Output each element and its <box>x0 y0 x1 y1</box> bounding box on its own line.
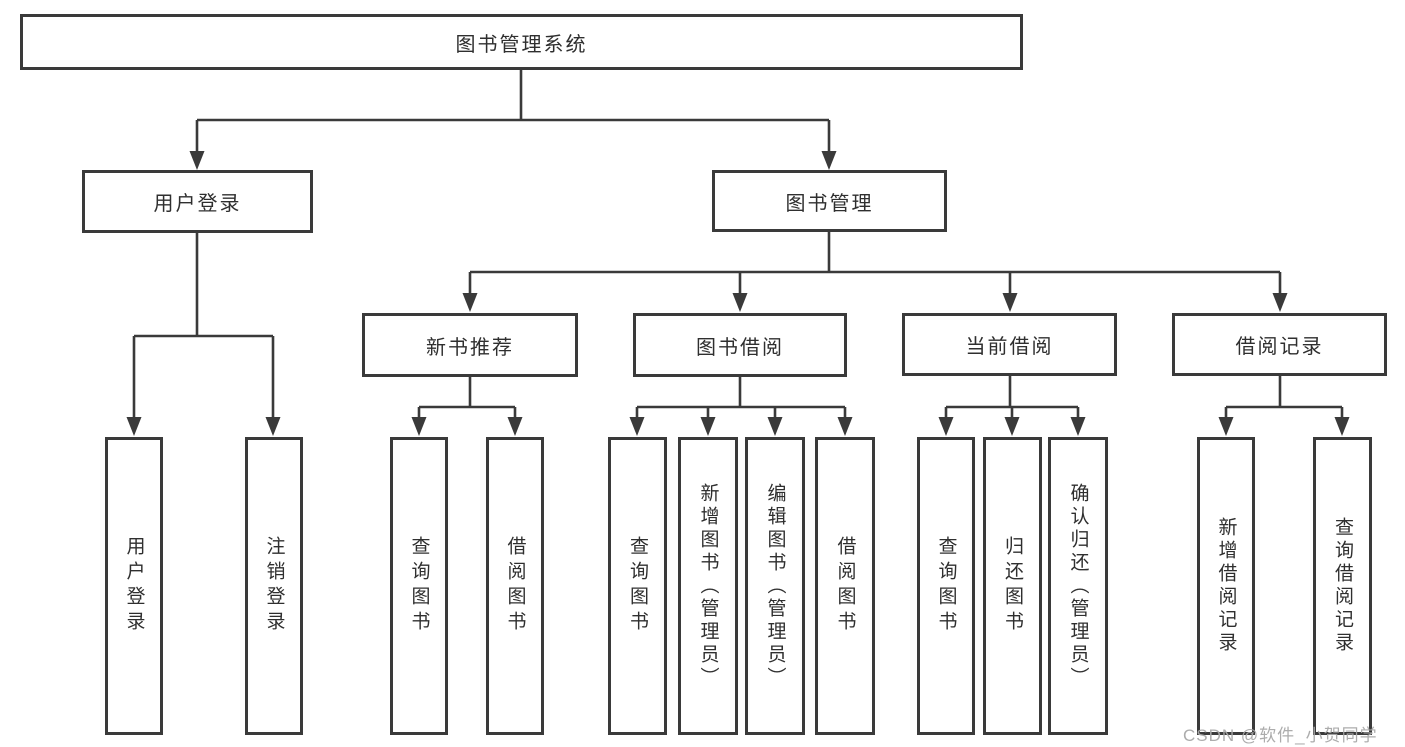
connector-borrow-record <box>1224 376 1344 420</box>
leaf-bb-edit-label: 编辑图书（管理员） <box>764 482 786 690</box>
leaf-logout-label: 注销登录 <box>263 536 285 636</box>
leaf-br-add-label: 新增借阅记录 <box>1215 517 1237 655</box>
leaf-br-query: 查询借阅记录 <box>1313 437 1372 735</box>
leaf-nb-query-label: 查询图书 <box>408 536 430 636</box>
node-borrow-record-label: 借阅记录 <box>1235 336 1324 358</box>
leaf-nb-borrow-label: 借阅图书 <box>504 536 526 636</box>
leaf-cb-query: 查询图书 <box>917 437 975 735</box>
leaf-nb-borrow: 借阅图书 <box>486 437 544 735</box>
leaf-logout: 注销登录 <box>245 437 303 735</box>
leaf-bb-add-label: 新增图书（管理员） <box>697 482 719 690</box>
node-book-mgmt: 图书管理 <box>712 170 947 232</box>
connector-book-mgmt <box>468 232 1282 297</box>
leaf-cb-confirm: 确认归还（管理员） <box>1048 437 1108 735</box>
node-user-login: 用户登录 <box>82 170 313 233</box>
leaf-cb-query-label: 查询图书 <box>935 536 957 636</box>
node-current-borrow-label: 当前借阅 <box>965 336 1054 358</box>
leaf-cb-return-label: 归还图书 <box>1002 536 1023 636</box>
leaf-cb-confirm-label: 确认归还（管理员） <box>1067 482 1089 690</box>
leaf-bb-query: 查询图书 <box>608 437 667 735</box>
leaf-bb-edit: 编辑图书（管理员） <box>745 437 805 735</box>
node-new-book-rec-label: 新书推荐 <box>426 336 514 359</box>
leaf-br-add: 新增借阅记录 <box>1197 437 1255 735</box>
connector-current-borrow <box>944 376 1080 420</box>
connector-new-book-rec <box>417 377 517 420</box>
leaf-bb-query-label: 查询图书 <box>627 536 648 636</box>
arrowheads <box>126 151 1350 436</box>
node-book-mgmt-label: 图书管理 <box>785 192 874 215</box>
node-root: 图书管理系统 <box>20 14 1023 70</box>
watermark-text: CSDN @软件_小贺同学 <box>1183 726 1378 745</box>
leaf-nb-query: 查询图书 <box>390 437 448 735</box>
connector-book-borrow <box>635 377 847 420</box>
leaf-user-login: 用户登录 <box>105 437 163 735</box>
node-borrow-record: 借阅记录 <box>1172 313 1387 376</box>
node-root-label: 图书管理系统 <box>455 33 588 56</box>
leaf-cb-return: 归还图书 <box>983 437 1042 735</box>
node-current-borrow: 当前借阅 <box>902 313 1117 376</box>
leaf-bb-borrow-label: 借阅图书 <box>834 536 856 636</box>
leaf-user-login-label: 用户登录 <box>123 536 145 636</box>
leaf-bb-add: 新增图书（管理员） <box>678 437 738 735</box>
node-user-login-label: 用户登录 <box>153 193 242 215</box>
node-book-borrow: 图书借阅 <box>633 313 847 377</box>
node-book-borrow-label: 图书借阅 <box>696 336 784 359</box>
connector-root <box>195 70 831 154</box>
leaf-bb-borrow: 借阅图书 <box>815 437 875 735</box>
connector-user-login <box>132 233 275 420</box>
node-new-book-rec: 新书推荐 <box>362 313 578 377</box>
leaf-br-query-label: 查询借阅记录 <box>1332 517 1353 655</box>
